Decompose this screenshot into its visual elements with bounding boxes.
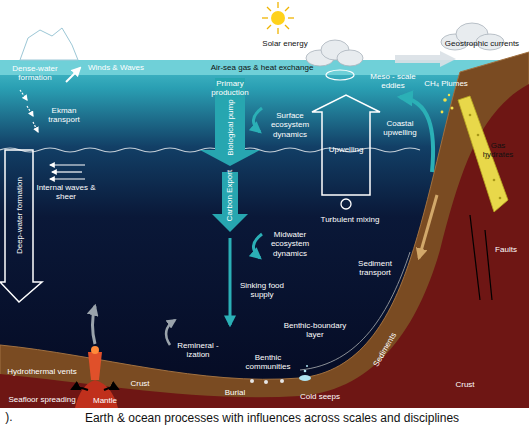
process-label: Sediments [372, 331, 399, 368]
process-label: Sediment transport [353, 259, 398, 277]
process-label: Turbulent mixing [314, 215, 386, 224]
cold-seep-symbol [299, 365, 311, 381]
process-label: Remineral -ization [177, 341, 219, 359]
cycle-arrow [253, 234, 262, 258]
process-label: ). [2, 411, 16, 425]
process-label: Midwater ecosystem dynamics [266, 230, 314, 258]
process-label: Crust [450, 380, 480, 389]
iceberg-symbol [20, 28, 78, 60]
hydrothermal-vent [88, 346, 102, 380]
process-label: Benthic-boundary layer [280, 321, 350, 339]
ekman-arrows [20, 90, 38, 132]
mixing-symbol [341, 199, 351, 209]
process-label: Crust [126, 379, 154, 388]
process-label: Deep-water formation [14, 178, 23, 255]
deep-water-arrow [0, 150, 42, 302]
process-label: Ekman transport [44, 106, 84, 124]
process-label: Coastal upwelling [379, 119, 421, 137]
process-label: Meso - scale eddies [368, 72, 418, 90]
process-label: Winds & Waves [85, 63, 147, 72]
process-label: Gas hydrates [477, 141, 519, 159]
process-label: Primary production [208, 79, 253, 97]
process-label: CH₄ Plumes [421, 79, 471, 88]
fault-lines [470, 215, 492, 300]
process-label: Upwelling [323, 145, 369, 154]
sky [0, 0, 529, 60]
process-label: Internal waves & sheer [36, 183, 96, 201]
process-label: Geostrophic currents [438, 39, 526, 48]
current-arrow [395, 51, 456, 67]
process-label: Faults [493, 245, 519, 254]
upwelling-arrow [312, 95, 380, 195]
eddy-symbol [326, 70, 354, 80]
process-label: Solar energy [255, 39, 315, 48]
benthic-organisms [250, 379, 284, 384]
cloud-symbol [306, 40, 363, 66]
process-label: Benthic communities [243, 353, 293, 371]
biological-pump-arrow [200, 78, 260, 166]
figure-caption: Earth & ocean processes with influences … [85, 411, 459, 425]
sun-symbol [262, 2, 294, 34]
process-label: Carbon Export [225, 170, 234, 222]
cycle-arrow [253, 108, 262, 132]
spreading-arrow [104, 388, 118, 390]
methane-bubbles [441, 94, 454, 114]
boundary-layer-line [300, 252, 410, 370]
process-label: Burial [220, 388, 250, 397]
process-label: Surface ecosystem dynamics [268, 111, 313, 139]
process-label: Dense-water formation [10, 64, 60, 82]
process-label: Biological pump [225, 100, 234, 156]
spreading-arrow [72, 388, 88, 390]
sediment-transport-arrow [419, 195, 437, 258]
process-label: Air-sea gas & heat exchange [205, 63, 320, 72]
internal-wave-arrows [50, 165, 85, 179]
vent-plume-arrow [93, 306, 96, 344]
sinking-arrow [229, 238, 232, 325]
wind-arrow [66, 68, 80, 82]
process-label: Hydrothermal vents [1, 367, 83, 376]
process-label: Seafloor spreading [2, 395, 82, 404]
sediment-layer [0, 52, 529, 408]
caption-ground [0, 408, 529, 429]
process-label: Cold seeps [297, 392, 343, 401]
process-label: Mantle [90, 396, 120, 405]
remineralization-arrow [166, 320, 175, 345]
process-label: Sinking food supply [236, 281, 288, 299]
crust-layer [0, 84, 529, 408]
